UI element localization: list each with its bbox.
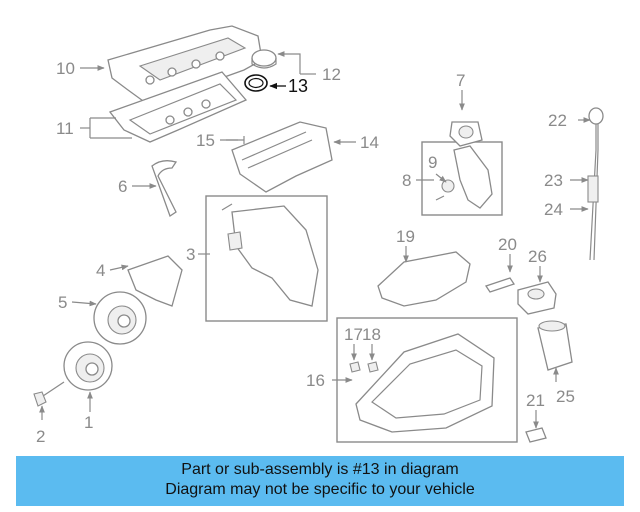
oil-baffle-part	[377, 251, 471, 307]
parts-diagram: 10 11 12 13 15 14 6 3 4 5 1 2 7 8 9 19 2…	[33, 25, 604, 446]
rear-timing-cover-part	[127, 255, 183, 307]
callout-11: 11	[56, 119, 74, 138]
timing-belt-cover-part	[221, 203, 319, 307]
oil-filler-cap-part	[251, 49, 277, 69]
callout-7: 7	[456, 71, 465, 90]
callout-19: 19	[396, 227, 415, 246]
callout-18: 18	[362, 325, 381, 344]
info-banner: Part or sub-assembly is #13 in diagram D…	[16, 456, 624, 506]
banner-line-1: Part or sub-assembly is #13 in diagram	[181, 461, 459, 478]
crankshaft-pulley-part	[63, 341, 113, 391]
drain-plug-part	[525, 427, 547, 443]
pulley-bolt-part	[33, 381, 65, 407]
seal-ring-part-13	[244, 74, 268, 92]
callout-20: 20	[498, 235, 517, 254]
callout-21: 21	[526, 391, 545, 410]
callout-13: 13	[288, 76, 308, 96]
callout-5: 5	[58, 293, 67, 312]
callout-12: 12	[322, 65, 341, 84]
callout-24: 24	[544, 200, 563, 219]
callout-26: 26	[528, 247, 547, 266]
callout-10: 10	[56, 59, 75, 78]
callout-15: 15	[196, 131, 215, 150]
callout-22: 22	[548, 111, 567, 130]
callout-17: 17	[344, 325, 363, 344]
callout-16: 16	[306, 371, 325, 390]
callout-6: 6	[118, 177, 127, 196]
callout-14: 14	[360, 133, 379, 152]
oil-pan-bolt-part	[349, 361, 361, 373]
idler-pulley-part	[449, 121, 483, 147]
callout-2: 2	[36, 427, 45, 446]
callout-8: 8	[402, 171, 411, 190]
callout-9: 9	[428, 153, 437, 172]
oil-level-sensor-part	[484, 277, 516, 293]
valve-cover-part	[107, 25, 263, 107]
callout-25: 25	[556, 387, 575, 406]
valve-cover-gasket-part	[108, 71, 248, 143]
crank-sprocket-part	[93, 291, 147, 345]
tensioner-part	[435, 145, 493, 209]
callout-1: 1	[84, 413, 93, 432]
oil-pan-part	[355, 333, 495, 433]
oil-filter-housing-part	[517, 281, 557, 315]
oil-pan-seal-part	[367, 361, 379, 373]
engine-cover-part	[231, 121, 333, 193]
dipstick-part	[587, 107, 604, 261]
banner-line-2: Diagram may not be specific to your vehi…	[165, 481, 475, 498]
callout-3: 3	[186, 245, 195, 264]
callout-4: 4	[96, 261, 105, 280]
timing-belt-part	[151, 160, 178, 218]
callout-23: 23	[544, 171, 563, 190]
oil-filter-part	[537, 320, 573, 371]
